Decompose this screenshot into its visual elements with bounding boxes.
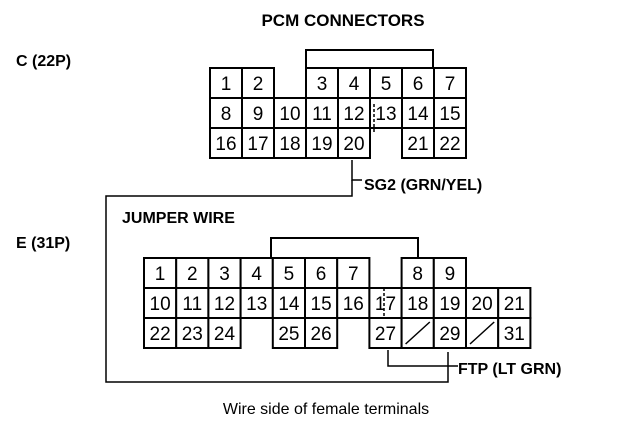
connector-c-terminal-number: 12 xyxy=(343,104,364,125)
connector-c-terminal-number: 8 xyxy=(221,104,232,125)
diagram-caption: Wire side of female terminals xyxy=(223,401,429,418)
connector-c-terminal-number: 21 xyxy=(407,134,428,155)
connector-c-terminal-number: 2 xyxy=(253,74,264,95)
connector-e-terminal-number: 1 xyxy=(155,264,166,285)
connector-e-terminal-cell xyxy=(432,257,467,289)
connector-c-terminal-number: 14 xyxy=(407,104,429,125)
connector-e-terminal-number: 23 xyxy=(182,324,203,345)
connector-e-terminal-number: 18 xyxy=(407,294,428,315)
connector-e-terminal-number: 17 xyxy=(375,294,396,315)
connector-e-terminal-cell xyxy=(497,287,532,319)
connector-c-terminal-number: 1 xyxy=(221,74,232,95)
connector-e-terminal-number: 2 xyxy=(187,264,198,285)
connector-c-terminal-number: 15 xyxy=(439,104,460,125)
connector-e-terminal-cell xyxy=(207,287,242,319)
connector-c-terminal-number: 22 xyxy=(439,134,460,155)
connector-e-blank-terminal-mark xyxy=(469,321,495,345)
ftp-lead-line xyxy=(387,350,458,367)
sg2-wire-label: SG2 (GRN/YEL) xyxy=(364,177,482,194)
connector-e-terminal-cell xyxy=(304,317,339,349)
connector-c-terminal-number: 20 xyxy=(343,134,364,155)
connector-e-terminal-cell xyxy=(368,317,403,349)
connector-e-terminal-number: 7 xyxy=(348,264,359,285)
connector-e-terminal-number: 6 xyxy=(316,264,327,285)
connector-e-terminal-cell xyxy=(400,257,435,289)
connector-e-blank-terminal-mark xyxy=(405,321,431,345)
connector-c-terminal-cell xyxy=(273,97,307,129)
connector-e-terminal-number: 16 xyxy=(343,294,364,315)
connector-e-terminal-number: 11 xyxy=(182,294,202,315)
connector-e-terminal-number: 24 xyxy=(214,324,236,345)
connector-e-terminal-number: 21 xyxy=(504,294,525,315)
connector-e-terminal-cell xyxy=(143,287,178,319)
connector-c-terminal-number: 16 xyxy=(215,134,236,155)
connector-e-terminal-number: 3 xyxy=(219,264,230,285)
connector-e-terminal-number: 31 xyxy=(504,324,525,345)
connector-e-terminal-number: 14 xyxy=(278,294,300,315)
connector-e-terminal-number: 12 xyxy=(214,294,235,315)
connector-c-terminal-number: 13 xyxy=(375,104,396,125)
connector-c-terminal-number: 10 xyxy=(279,104,300,125)
connector-c-terminal-number: 19 xyxy=(311,134,332,155)
connector-c-terminal-cell xyxy=(305,127,339,159)
connector-e-lock-tab xyxy=(270,237,419,258)
connector-c-terminal-number: 4 xyxy=(349,74,360,95)
connector-c-terminal-number: 17 xyxy=(247,134,268,155)
connector-c-terminal-number: 3 xyxy=(317,74,328,95)
connector-c-terminal-cell xyxy=(337,127,371,159)
connector-e-terminal-cell xyxy=(271,287,306,319)
connector-e-terminal-number: 22 xyxy=(150,324,171,345)
connector-e-terminal-number: 8 xyxy=(412,264,423,285)
jumper-wire-label: JUMPER WIRE xyxy=(122,210,235,227)
connector-e-label: E (31P) xyxy=(16,235,70,252)
connector-e-terminal-cell xyxy=(336,287,371,319)
connector-c-terminal-number: 9 xyxy=(253,104,264,125)
connector-e-terminal-number: 20 xyxy=(472,294,493,315)
ftp-wire-label: FTP (LT GRN) xyxy=(458,361,561,378)
connector-e-terminal-number: 15 xyxy=(311,294,332,315)
connector-e-terminal-cell xyxy=(207,317,242,349)
connector-e-terminal-number: 9 xyxy=(445,264,456,285)
connector-e-terminal-cell xyxy=(271,317,306,349)
connector-c-terminal-cell xyxy=(209,97,243,129)
connector-c-terminal-cell xyxy=(209,127,243,159)
connector-c-terminal-number: 6 xyxy=(413,74,424,95)
connector-e-terminal-number: 26 xyxy=(311,324,332,345)
connector-c-terminal-number: 7 xyxy=(445,74,456,95)
connector-e-terminal-number: 19 xyxy=(439,294,460,315)
connector-c-terminal-cell xyxy=(241,127,275,159)
connector-e-terminal-number: 10 xyxy=(150,294,171,315)
connector-e-terminal-number: 13 xyxy=(246,294,267,315)
connector-e-terminal-cell xyxy=(304,287,339,319)
connector-e-terminal-number: 4 xyxy=(251,264,262,285)
connector-e-terminal-cell xyxy=(239,287,274,319)
sg2-lead-line xyxy=(351,160,362,181)
connector-c-label: C (22P) xyxy=(16,53,71,70)
diagram-title: PCM CONNECTORS xyxy=(261,11,424,30)
connector-c-lock-tab xyxy=(305,49,434,68)
connector-c-terminal-number: 18 xyxy=(279,134,300,155)
jumper-wire xyxy=(105,180,449,383)
connector-c-terminal-cell xyxy=(433,127,467,159)
connector-c-terminal-cell xyxy=(401,127,435,159)
connector-e-terminal-number: 29 xyxy=(439,324,460,345)
connector-c-terminal-number: 11 xyxy=(312,104,332,125)
connector-e-terminal-number: 27 xyxy=(375,324,396,345)
connector-e-terminal-cell xyxy=(497,317,532,349)
connector-c-terminal-number: 5 xyxy=(381,74,392,95)
connector-e-terminal-number: 5 xyxy=(284,264,295,285)
connector-e-terminal-number: 25 xyxy=(278,324,299,345)
